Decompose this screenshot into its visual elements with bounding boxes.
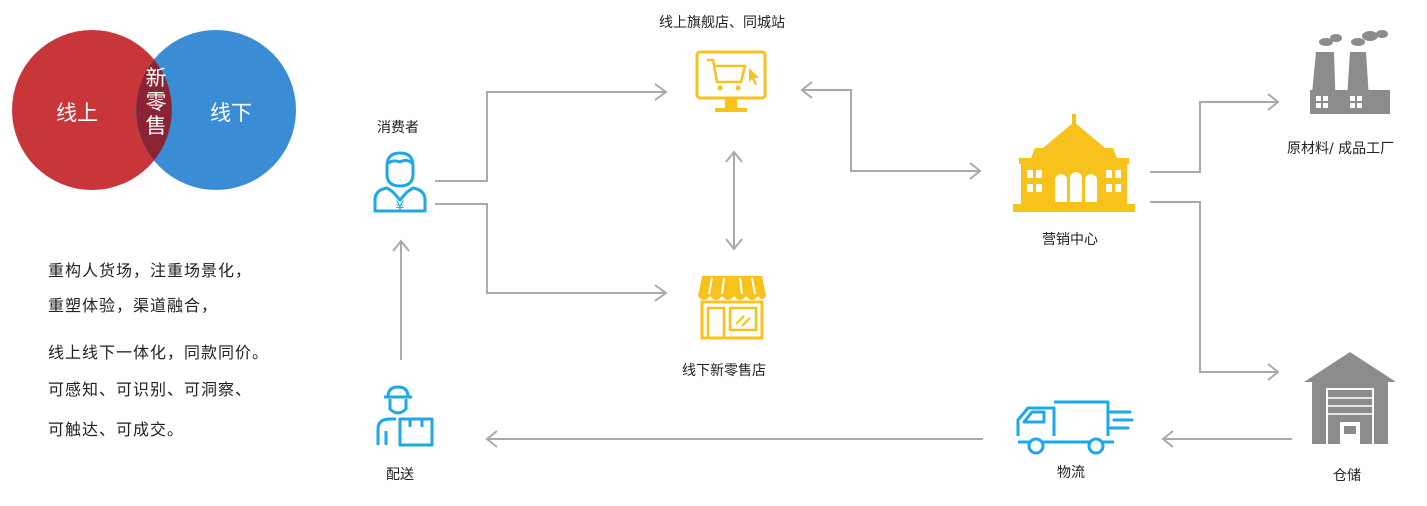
arrow-consumer-offline xyxy=(435,203,665,294)
venn-overlap xyxy=(136,59,172,161)
venn-right-label: 线下 xyxy=(210,101,252,125)
description-line: 重构人货场，注重场景化， xyxy=(48,261,253,280)
warehouse-icon xyxy=(1304,352,1396,444)
consumer-label: 消费者 xyxy=(377,120,419,136)
factory-label: 原材料/ 成品工厂 xyxy=(1287,141,1395,157)
logistics-label: 物流 xyxy=(1057,465,1085,481)
truck-icon xyxy=(1016,400,1134,455)
warehouse-label: 仓储 xyxy=(1333,468,1361,484)
venn-left-circle xyxy=(12,30,172,190)
offline-store-icon xyxy=(698,276,766,340)
arrow-consumer-online xyxy=(435,91,665,182)
svg-text:¥: ¥ xyxy=(396,199,405,214)
online-store-label: 线上旗舰店、同城站 xyxy=(659,15,785,31)
delivery-label: 配送 xyxy=(386,467,414,483)
consumer-icon: ¥ xyxy=(373,151,427,214)
online-store-icon xyxy=(695,50,767,112)
marketing-center-icon xyxy=(1013,114,1135,212)
description-line: 线上线下一体化，同款同价。 xyxy=(48,343,270,362)
description-line: 可感知、可识别、可洞察、 xyxy=(48,380,253,399)
arrow-marketing-factory xyxy=(1150,101,1278,173)
delivery-person-icon xyxy=(376,385,434,447)
venn-center-label: 新 零 售 xyxy=(145,66,167,138)
venn-diagram xyxy=(12,30,296,190)
factory-icon xyxy=(1310,30,1390,114)
description-line: 可触达、可成交。 xyxy=(48,420,185,439)
offline-store-label: 线下新零售店 xyxy=(682,363,766,379)
marketing-center-label: 营销中心 xyxy=(1042,232,1098,248)
arrow-marketing-warehouse xyxy=(1150,201,1278,373)
venn-right-circle xyxy=(136,30,296,190)
description-line: 重塑体验，渠道融合， xyxy=(48,296,219,315)
arrow-online-marketing xyxy=(803,89,980,172)
venn-left-label: 线上 xyxy=(56,101,98,125)
